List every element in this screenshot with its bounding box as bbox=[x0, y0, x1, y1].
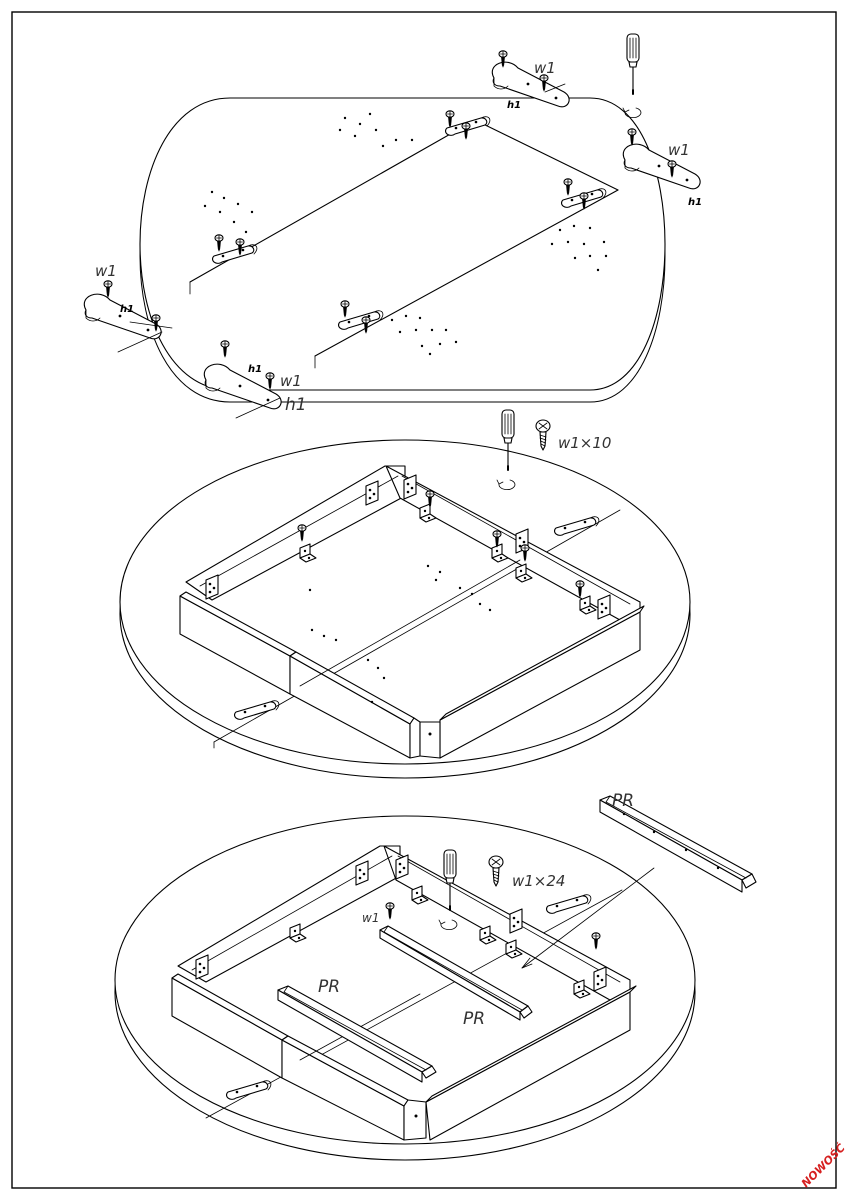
screw-icon bbox=[103, 280, 113, 298]
pr-rail-icon bbox=[277, 985, 437, 1083]
label-w1x24: w1×24 bbox=[512, 872, 565, 890]
label-h1: h1 bbox=[688, 197, 702, 208]
pr-rail-icon bbox=[379, 925, 533, 1021]
label-w1: w1 bbox=[280, 372, 302, 390]
label-h1: h1 bbox=[120, 304, 134, 315]
label-w1: w1 bbox=[534, 59, 556, 77]
pr-rail-icon bbox=[599, 795, 757, 893]
label-h1: h1 bbox=[507, 100, 521, 111]
label-h1: h1 bbox=[248, 364, 262, 375]
label-pr: PR bbox=[463, 1009, 485, 1029]
label-w1: w1 bbox=[362, 911, 379, 925]
label-w1x10: w1×10 bbox=[558, 434, 611, 452]
page-frame bbox=[11, 11, 837, 1189]
panel-1-table-top: w1 h1 w1 h1 w1 h1 w1 h1 h1 bbox=[83, 33, 702, 419]
label-w1: w1 bbox=[95, 262, 117, 280]
new-badge: NOWOŚĆ bbox=[799, 1141, 848, 1190]
screw-head-icon bbox=[535, 419, 551, 451]
panel-2-frame-assembly: w1×10 bbox=[119, 409, 691, 779]
label-pr: PR bbox=[612, 791, 634, 811]
label-h1-large: h1 bbox=[285, 395, 307, 415]
panel-3-rail-assembly: w1 PR PR PR bbox=[114, 791, 757, 1161]
screwdriver-icon bbox=[626, 33, 640, 95]
label-pr: PR bbox=[318, 977, 340, 997]
label-w1: w1 bbox=[668, 141, 690, 159]
